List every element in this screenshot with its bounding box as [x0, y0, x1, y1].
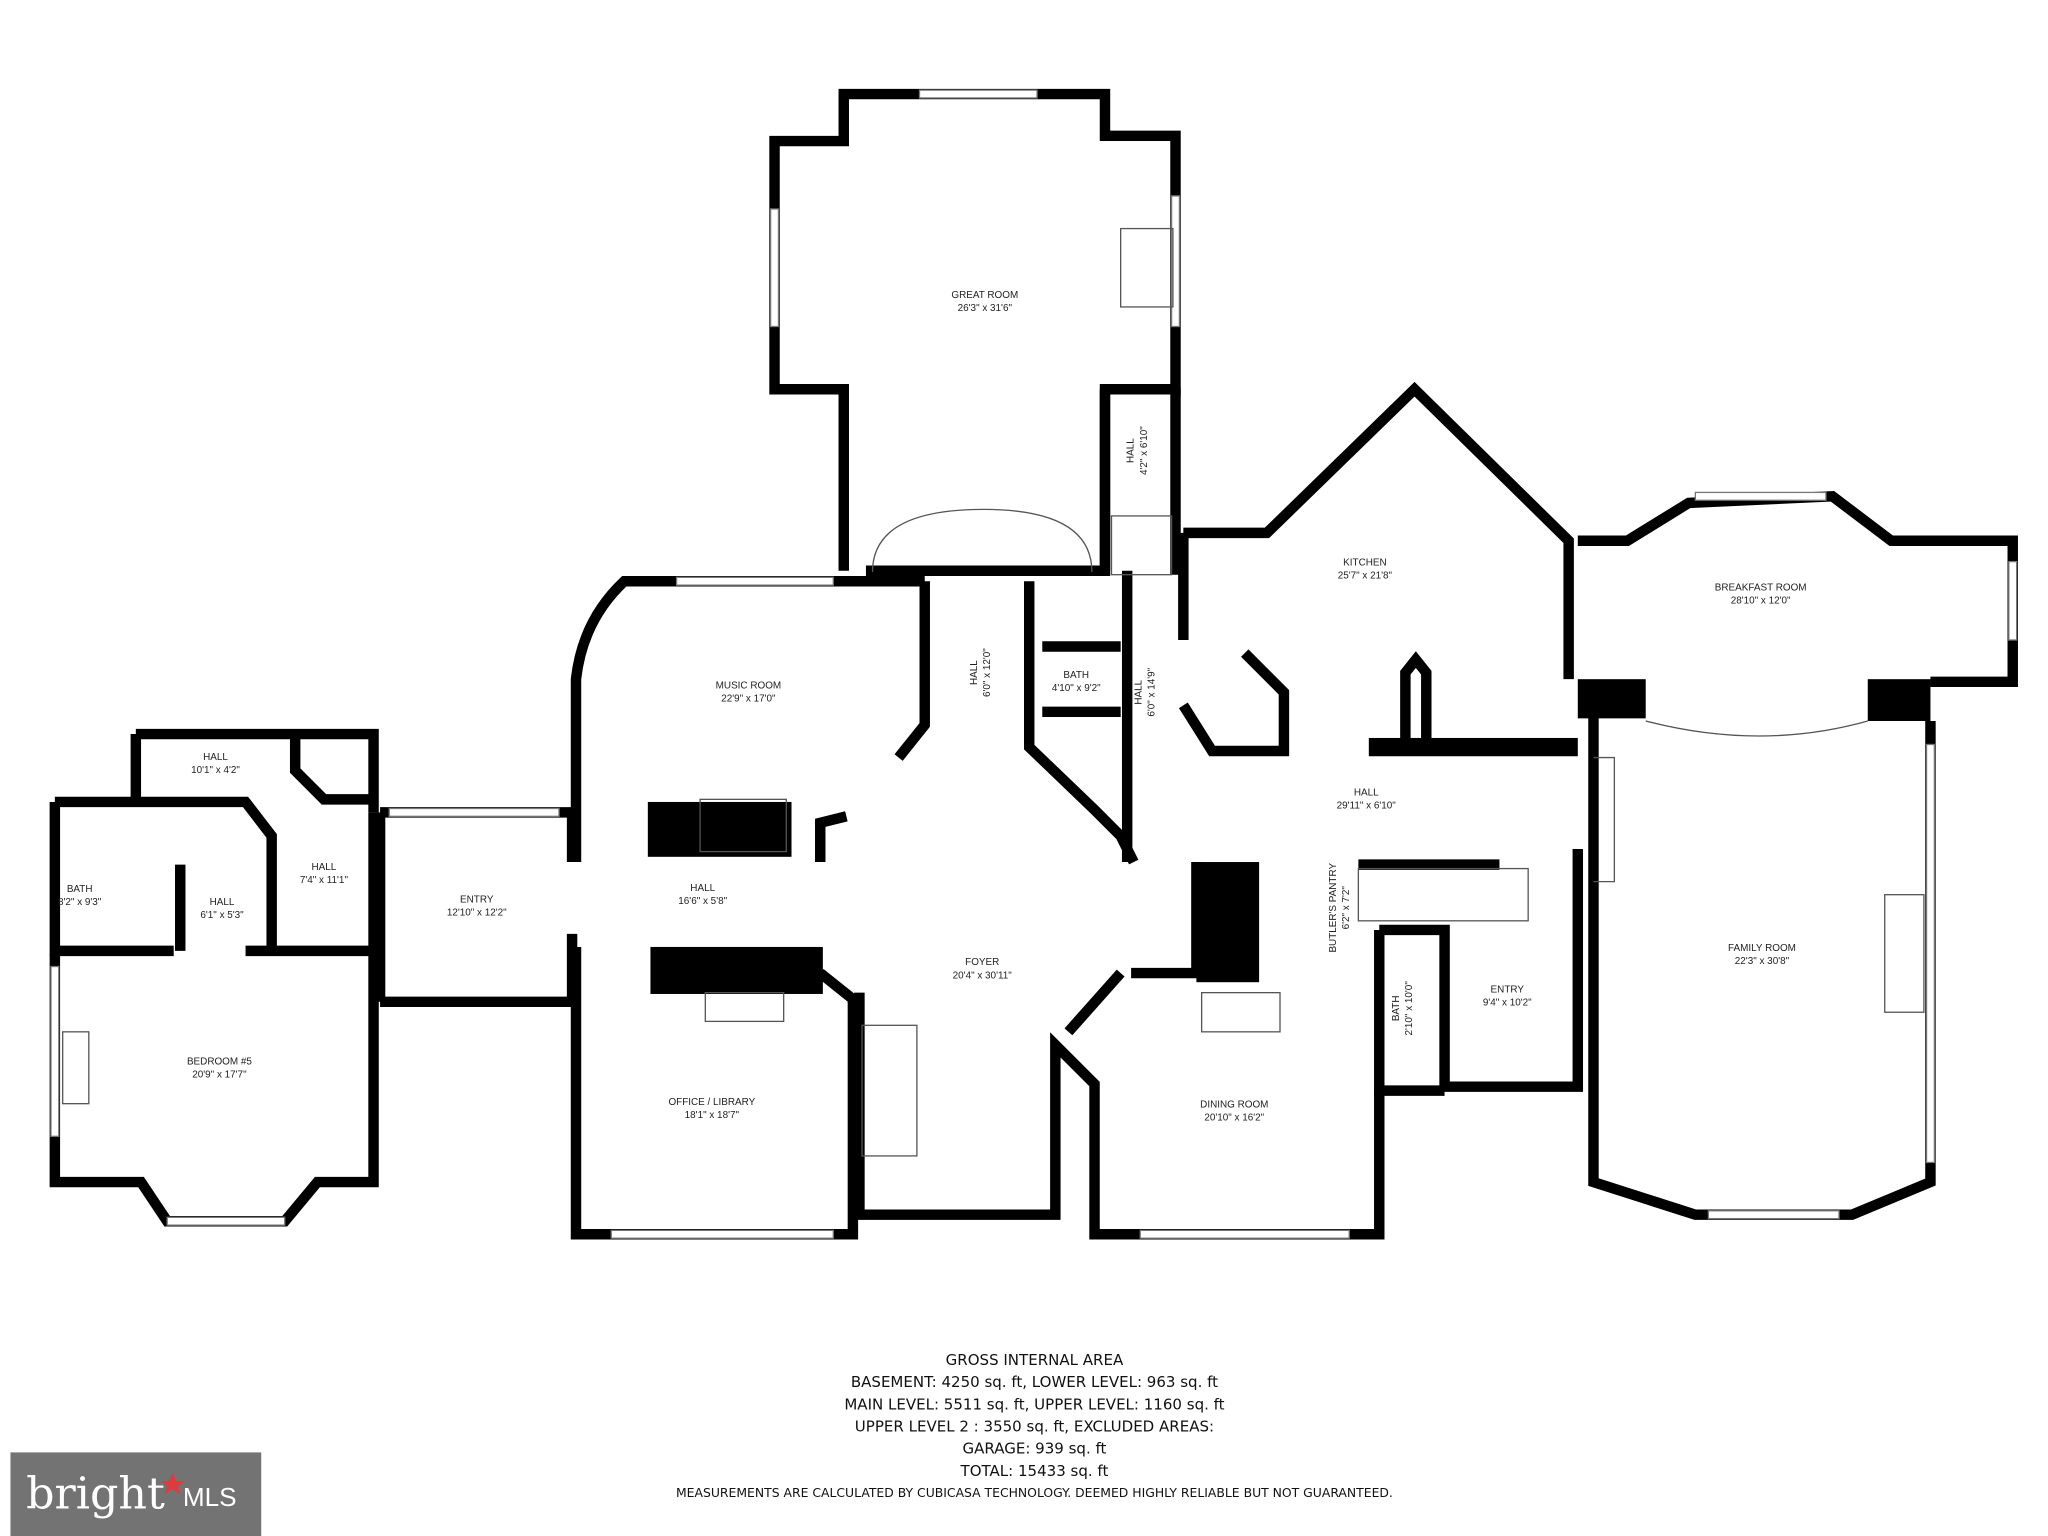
room-name: HALL	[1126, 438, 1137, 463]
room-size: 18'1" x 18'7"	[685, 1110, 740, 1121]
room-label-hall-h: HALL 16'6" x 5'8"	[678, 883, 727, 907]
room-label-entry-a: ENTRY 12'10" x 12'2"	[447, 895, 507, 919]
room-name: OFFICE / LIBRARY	[668, 1097, 755, 1108]
area-line-1: BASEMENT: 4250 sq. ft, LOWER LEVEL: 963 …	[851, 1373, 1218, 1391]
room-name: BREAKFAST ROOM	[1715, 582, 1807, 593]
fireplaces	[62, 227, 1925, 1105]
room-size: 8'2" x 9'3"	[58, 897, 102, 908]
room-name: HALL	[969, 660, 980, 685]
room-size: 4'10" x 9'2"	[1052, 683, 1101, 694]
room-size: 16'6" x 5'8"	[678, 896, 727, 907]
room-label-music-room: MUSIC ROOM 22'9" x 17'0"	[716, 680, 782, 704]
room-size: 6'1" x 5'3"	[200, 910, 244, 921]
room-size: 20'4" x 30'11"	[953, 970, 1013, 981]
room-size: 22'9" x 17'0"	[721, 693, 776, 704]
room-size: 10'1" x 4'2"	[191, 765, 240, 776]
room-name: MUSIC ROOM	[716, 680, 782, 691]
room-name: HALL	[1354, 787, 1379, 798]
room-size: 6'0" x 12'0"	[982, 648, 993, 697]
room-label-hall-d: HALL 29'11" x 6'10"	[1337, 787, 1397, 811]
room-name: HALL	[690, 883, 715, 894]
room-label-bath-a: BATH 4'10" x 9'2"	[1052, 670, 1101, 694]
room-name: BATH	[1391, 995, 1402, 1021]
room-name: HALL	[210, 897, 235, 908]
room-label-foyer: FOYER 20'4" x 30'11"	[953, 957, 1013, 981]
walls	[49, 88, 2018, 1240]
room-name: HALL	[312, 862, 337, 873]
room-label-office-library: OFFICE / LIBRARY 18'1" x 18'7"	[668, 1097, 755, 1121]
room-name: KITCHEN	[1343, 558, 1386, 569]
room-size: 26'3" x 31'6"	[958, 303, 1013, 314]
room-label-breakfast-room: BREAKFAST ROOM 28'10" x 12'0"	[1715, 582, 1807, 606]
disclaimer: MEASUREMENTS ARE CALCULATED BY CUBICASA …	[676, 1485, 1393, 1500]
room-label-dining-room: DINING ROOM 20'10" x 16'2"	[1200, 1100, 1268, 1124]
room-label-hall-g: HALL 6'1" x 5'3"	[200, 897, 244, 921]
area-line-4: GARAGE: 939 sq. ft	[962, 1440, 1106, 1458]
room-size: 28'10" x 12'0"	[1731, 595, 1791, 606]
room-size: 22'3" x 30'8"	[1735, 956, 1790, 967]
room-name: ENTRY	[460, 895, 494, 906]
stairs	[861, 508, 1529, 1157]
room-size: 2'10" x 10'0"	[1404, 981, 1415, 1036]
room-size: 25'7" x 21'8"	[1338, 571, 1393, 582]
room-name: BUTLER'S PANTRY	[1328, 863, 1339, 953]
room-size: 29'11" x 6'10"	[1337, 800, 1397, 811]
room-size: 20'9" x 17'7"	[192, 1070, 247, 1081]
room-label-great-room: GREAT ROOM 26'3" x 31'6"	[951, 290, 1018, 314]
room-name: GREAT ROOM	[951, 290, 1018, 301]
room-label-bedroom-5: BEDROOM #5 20'9" x 17'7"	[187, 1056, 252, 1080]
room-size: 7'4" x 11'1"	[300, 875, 349, 886]
room-size: 12'10" x 12'2"	[447, 908, 507, 919]
bright-mls-logo: bright MLS	[10, 1452, 262, 1536]
room-name: ENTRY	[1491, 985, 1525, 996]
room-label-hall-f: HALL 7'4" x 11'1"	[300, 862, 349, 886]
room-label-hall-e: HALL 10'1" x 4'2"	[191, 752, 240, 776]
room-name: HALL	[1134, 679, 1145, 704]
room-label-kitchen: KITCHEN 25'7" x 21'8"	[1338, 558, 1393, 582]
logo-suffix: MLS	[183, 1482, 237, 1512]
area-title: GROSS INTERNAL AREA	[946, 1351, 1124, 1369]
room-size: 9'4" x 10'2"	[1483, 998, 1532, 1009]
star-icon	[160, 1473, 185, 1495]
area-line-2: MAIN LEVEL: 5511 sq. ft, UPPER LEVEL: 11…	[844, 1395, 1224, 1413]
area-line-3: UPPER LEVEL 2 : 3550 sq. ft, EXCLUDED AR…	[855, 1418, 1214, 1436]
logo-brand: bright	[26, 1469, 165, 1520]
room-name: HALL	[203, 752, 228, 763]
room-label-entry-b: ENTRY 9'4" x 10'2"	[1483, 985, 1532, 1009]
room-size: 6'0" x 14'9"	[1147, 667, 1158, 716]
room-label-family-room: FAMILY ROOM 22'3" x 30'8"	[1728, 943, 1796, 967]
room-name: FAMILY ROOM	[1728, 943, 1796, 954]
room-name: DINING ROOM	[1200, 1100, 1268, 1111]
room-size: 4'2" x 6'10"	[1139, 426, 1150, 475]
area-line-5: TOTAL: 15433 sq. ft	[960, 1462, 1109, 1480]
room-size: 6'2" x 7'2"	[1341, 886, 1352, 930]
area-summary: GROSS INTERNAL AREA BASEMENT: 4250 sq. f…	[676, 1351, 1393, 1500]
room-name: BATH	[67, 884, 93, 895]
room-size: 20'10" x 16'2"	[1204, 1113, 1264, 1124]
room-name: BEDROOM #5	[187, 1056, 252, 1067]
room-name: FOYER	[965, 957, 999, 968]
room-name: BATH	[1063, 670, 1089, 681]
windows	[50, 89, 2018, 1239]
room-label-bath-b: BATH 8'2" x 9'3"	[58, 884, 102, 908]
